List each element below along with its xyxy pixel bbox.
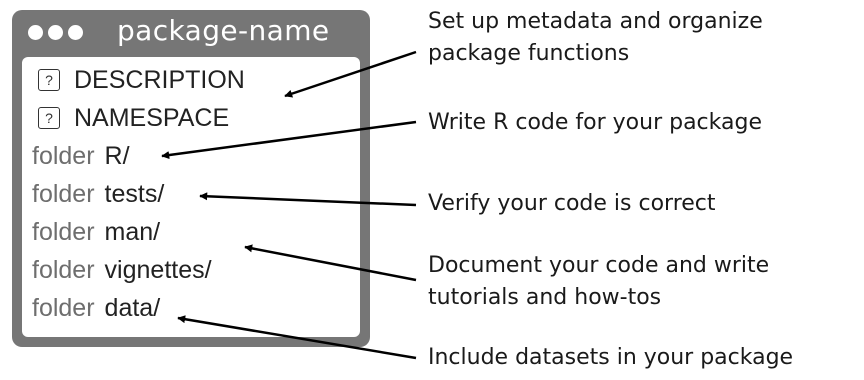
annotation-r-code: Write R code for your package bbox=[428, 107, 762, 139]
arrow-to-tests-folder bbox=[199, 192, 417, 207]
folder-row-man: folder man/ bbox=[32, 213, 160, 251]
annotation-docs: Document your code and write tutorials a… bbox=[428, 250, 769, 314]
annotation-line: Set up metadata and organize bbox=[428, 9, 763, 34]
arrow-to-description bbox=[284, 50, 417, 98]
folder-icon: folder bbox=[32, 141, 95, 170]
folder-name: data/ bbox=[104, 293, 161, 322]
arrow-to-data-folder bbox=[177, 315, 417, 360]
annotation-tests: Verify your code is correct bbox=[428, 188, 716, 220]
folder-name: man/ bbox=[104, 217, 161, 246]
annotation-line: Document your code and write bbox=[428, 253, 770, 278]
folder-row-vignettes: folder vignettes/ bbox=[32, 251, 212, 289]
package-window: package-name ? DESCRIPTION ? NAMESPACE f… bbox=[12, 10, 370, 347]
folder-name: vignettes/ bbox=[104, 255, 212, 284]
arrow-to-r-folder bbox=[161, 120, 417, 160]
folder-row-tests: folder tests/ bbox=[32, 175, 164, 213]
annotation-line: Write R code for your package bbox=[428, 110, 762, 135]
file-list: ? DESCRIPTION ? NAMESPACE folder R/ fold… bbox=[22, 57, 360, 337]
question-icon: ? bbox=[38, 107, 60, 129]
arrow-to-man-folder bbox=[244, 244, 417, 282]
file-name: NAMESPACE bbox=[74, 103, 230, 132]
window-header: package-name bbox=[12, 10, 370, 55]
annotation-line: package functions bbox=[428, 41, 630, 66]
folder-row-r: folder R/ bbox=[32, 137, 130, 175]
question-icon: ? bbox=[38, 69, 60, 91]
annotation-line: tutorials and how-tos bbox=[428, 285, 662, 310]
window-dot-2 bbox=[48, 25, 63, 40]
folder-row-data: folder data/ bbox=[32, 289, 160, 327]
file-row-description: ? DESCRIPTION bbox=[32, 61, 245, 99]
annotation-line: Include datasets in your package bbox=[428, 345, 794, 370]
window-dot-1 bbox=[28, 25, 43, 40]
folder-icon: folder bbox=[32, 217, 95, 246]
file-name: DESCRIPTION bbox=[74, 65, 245, 94]
annotation-data: Include datasets in your package bbox=[428, 342, 793, 374]
folder-icon: folder bbox=[32, 179, 95, 208]
annotation-line: Verify your code is correct bbox=[428, 191, 716, 216]
folder-name: R/ bbox=[104, 141, 130, 170]
file-row-namespace: ? NAMESPACE bbox=[32, 99, 229, 137]
window-controls bbox=[28, 25, 83, 40]
window-dot-3 bbox=[68, 25, 83, 40]
window-title: package-name bbox=[117, 14, 330, 47]
folder-icon: folder bbox=[32, 293, 95, 322]
folder-icon: folder bbox=[32, 255, 95, 284]
annotation-metadata: Set up metadata and organize package fun… bbox=[428, 6, 763, 70]
folder-name: tests/ bbox=[104, 179, 165, 208]
